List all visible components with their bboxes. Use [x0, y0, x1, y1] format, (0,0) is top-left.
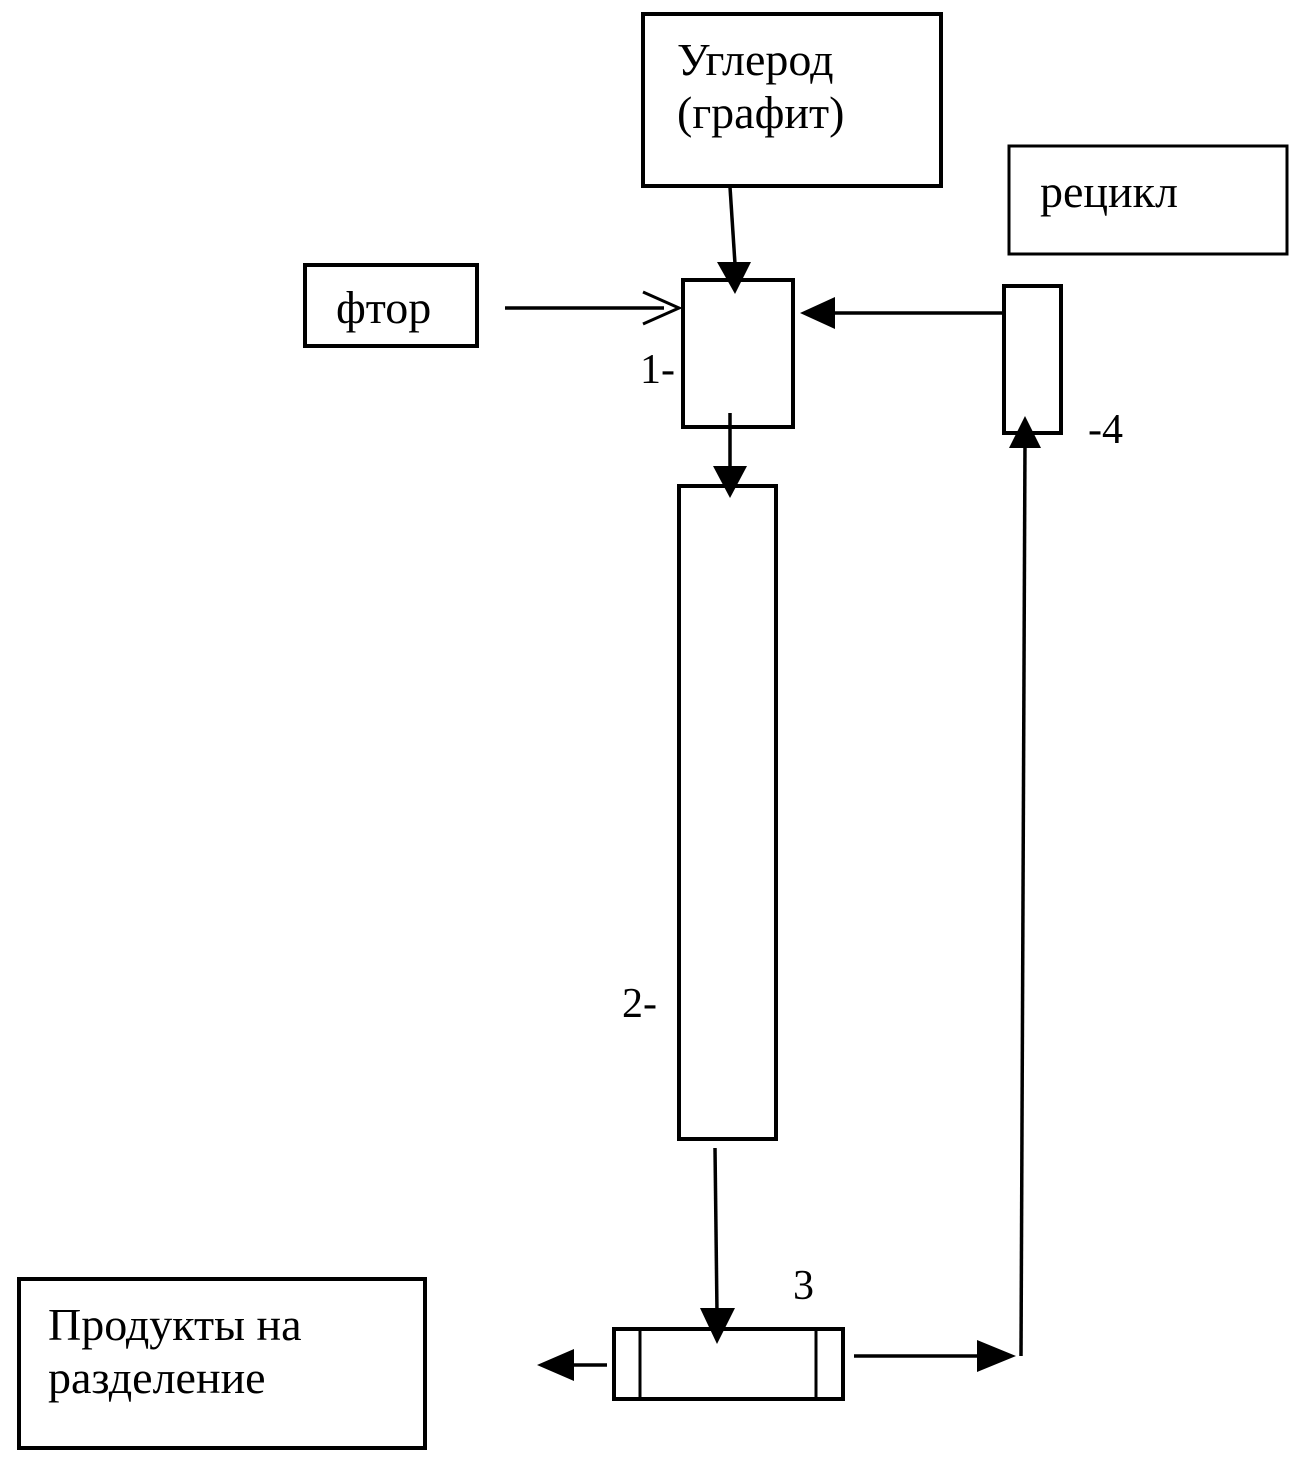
unit-1-number: 1- — [640, 346, 675, 394]
products-label-line2: разделение — [48, 1352, 302, 1405]
recycle-label: рецикл — [1040, 166, 1178, 219]
unit-1-box — [683, 280, 793, 427]
unit-3-vessel — [614, 1329, 843, 1399]
arrowheads — [537, 262, 1041, 1381]
arrowhead-down-unit3 — [700, 1308, 735, 1344]
products-label-line1: Продукты на — [48, 1299, 302, 1352]
products-label: Продукты на разделение — [48, 1299, 302, 1405]
arrowhead-left-products — [537, 1349, 574, 1381]
arrowhead-down-unit2 — [713, 466, 747, 498]
unit-2-column — [679, 486, 776, 1139]
unit-4-box — [1004, 286, 1061, 433]
unit-3-number: 3 — [793, 1262, 814, 1310]
carbon-label-line1: Углерод — [677, 34, 844, 87]
arrow-carbon-to-unit1 — [730, 187, 735, 264]
unit-4-number: -4 — [1088, 406, 1123, 454]
carbon-label-line2: (графит) — [677, 87, 844, 140]
arrowhead-right-recycle — [977, 1340, 1016, 1372]
flow-arrows — [505, 187, 1025, 1365]
carbon-label: Углерод (графит) — [677, 34, 844, 140]
arrowhead-left-unit1 — [800, 297, 835, 329]
fluorine-label: фтор — [336, 282, 431, 335]
unit-2-number: 2- — [622, 980, 657, 1028]
arrow-unit2-to-unit3 — [715, 1148, 717, 1313]
line-recycle-riser — [1021, 440, 1025, 1356]
